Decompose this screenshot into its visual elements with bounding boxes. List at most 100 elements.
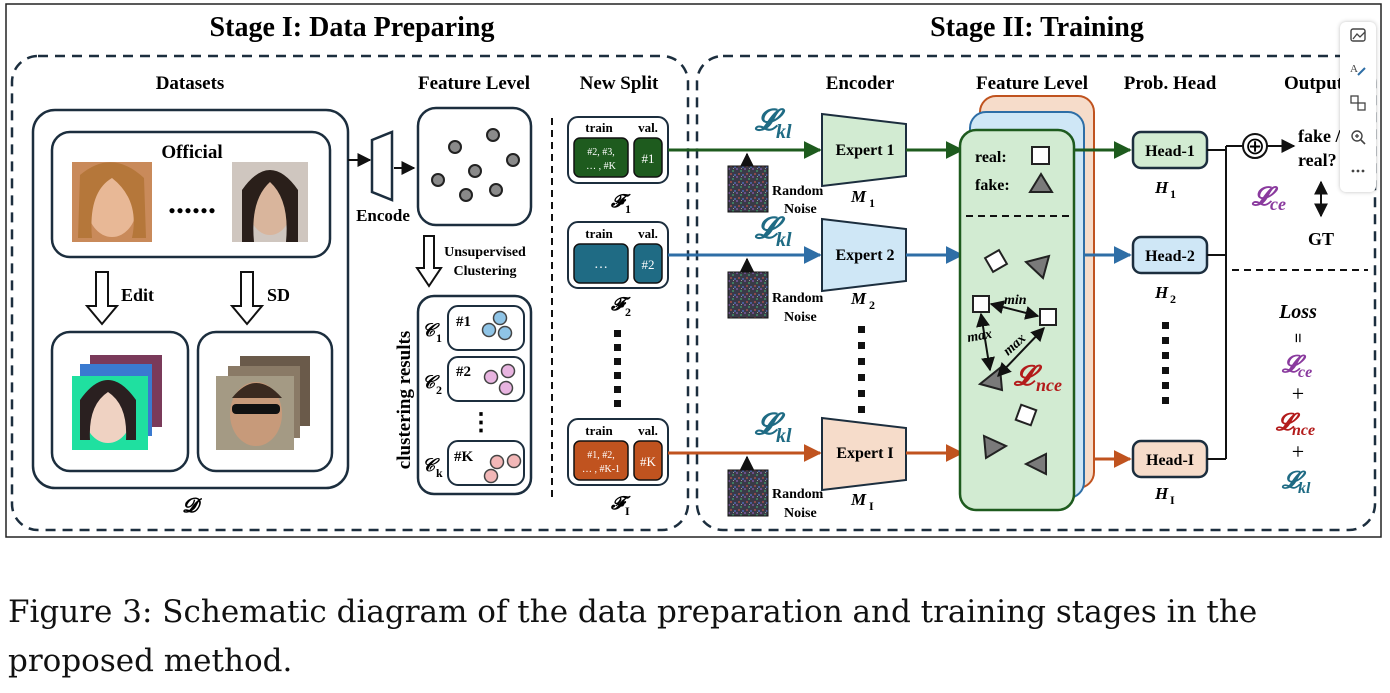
text-highlight-icon[interactable]: A [1346, 60, 1370, 82]
svg-text:kl: kl [776, 425, 792, 447]
figure-caption: Figure 3: Schematic diagram of the data … [8, 588, 1388, 686]
clustering-results-box [416, 294, 533, 496]
svg-text:I: I [869, 499, 874, 513]
svg-text:Expert 1: Expert 1 [835, 142, 894, 159]
head-dots [1162, 322, 1169, 404]
cluster-row-k: 𝒞 k #K [422, 440, 525, 486]
random-noise-3: Random Noise [727, 455, 824, 521]
encode-trapezoid [370, 130, 394, 202]
cluster-tag: #1 [456, 314, 471, 330]
edit-arrow [84, 271, 120, 326]
fold-i: train val. #1, #2, … , #K-1 #K 𝓕 I [567, 418, 669, 518]
clustering-arrow [415, 235, 443, 288]
head-merge-lines [1207, 145, 1242, 460]
min-label: min [1004, 293, 1027, 308]
more-icon[interactable] [1346, 162, 1370, 184]
fold-train-content-2: … , #K [586, 161, 617, 172]
fold-val-content: #1 [642, 151, 655, 166]
sum-symbol: ⊕ [1245, 134, 1265, 160]
svg-text:Head-1: Head-1 [1145, 143, 1195, 160]
cluster-row-2: 𝒞 2 #2 [422, 356, 525, 402]
datasets-header: Datasets [156, 73, 225, 94]
fold-1: train val. #2, #3, … , #K #1 𝓕 1 [567, 116, 669, 216]
loss-plus-2: + [1292, 439, 1304, 464]
cluster-row-1: 𝒞 1 #1 [422, 305, 525, 351]
feature-points [431, 128, 520, 202]
loss-sum-ce: 𝓛 ce [1281, 352, 1312, 381]
caption-line-2: proposed method. [8, 643, 293, 679]
feature-panel-front [958, 128, 1076, 512]
stage2-feature-level-header: Feature Level [976, 73, 1088, 94]
feature-space-box [416, 106, 533, 227]
svg-text:2: 2 [1170, 292, 1176, 306]
head-2: Head-2 H 2 [1131, 235, 1209, 306]
random-noise-1: Random Noise [727, 152, 824, 217]
fold-train-content: #1, #2, [587, 450, 615, 461]
svg-text:1: 1 [1170, 187, 1176, 201]
floating-toolbar: A [1340, 22, 1376, 192]
real-label: real: [975, 149, 1007, 166]
expert-2: Expert 2 M 2 [821, 217, 907, 312]
clustering-label-line1: Unsupervised [444, 245, 526, 260]
stage1-feature-level-header: Feature Level [418, 73, 530, 94]
sd-arrow [229, 271, 265, 326]
svg-text:kl: kl [1298, 480, 1311, 497]
figure-border [5, 3, 1382, 538]
loss-kl-label-2: 𝓛 kl [754, 212, 792, 251]
fold-val-content: #K [640, 454, 657, 469]
svg-text:Head-2: Head-2 [1145, 248, 1195, 265]
stage2-title: Stage II: Training [930, 12, 1144, 43]
head-i: Head-I H I [1131, 439, 1209, 507]
cluster-subscript: 1 [436, 331, 442, 345]
svg-text:H: H [1154, 484, 1169, 503]
new-split-header: New Split [580, 73, 659, 94]
fold-train-content-2: … , #K-1 [582, 464, 620, 475]
clustering-label-line2: Clustering [454, 264, 517, 279]
fold-subscript: I [625, 504, 630, 518]
expert-1: Expert 1 M 1 [821, 112, 907, 210]
svg-text:M: M [850, 187, 867, 206]
translate-icon[interactable] [1346, 94, 1370, 116]
fold-val-content: #2 [642, 257, 655, 272]
svg-text:1: 1 [869, 196, 875, 210]
fold-train-content: … [594, 257, 608, 272]
stage2-container [695, 54, 1377, 532]
cluster-tag: #2 [456, 364, 471, 380]
image-edit-icon[interactable] [1346, 26, 1370, 48]
loss-ce-label: 𝓛 ce [1251, 182, 1286, 214]
cluster-subscript: k [436, 466, 443, 480]
loss-equals: = [1288, 333, 1308, 343]
loss-title: Loss [1278, 301, 1317, 323]
loss-kl-label-3: 𝓛 kl [754, 408, 792, 447]
clustering-results-label: clustering results [394, 331, 415, 469]
stage1-title: Stage I: Data Preparing [210, 12, 495, 43]
output-fake-real-line1: fake / [1298, 126, 1341, 146]
fold-train-label: train [585, 120, 613, 135]
fold-subscript: 1 [625, 202, 631, 216]
svg-text:M: M [850, 490, 867, 509]
caption-line-1: Figure 3: Schematic diagram of the data … [8, 594, 1258, 630]
expert-i: Expert I M I [821, 416, 907, 513]
random-noise-2: Random Noise [727, 257, 824, 325]
contrastive-arrows [976, 300, 1045, 378]
svg-text:H: H [1154, 283, 1169, 302]
output-header: Output [1284, 73, 1344, 94]
stage1-container [10, 54, 690, 532]
output-fake-real-line2: real? [1298, 150, 1337, 170]
edit-box [50, 330, 190, 473]
sd-box [196, 330, 334, 473]
cluster-vertical-dots: ⋮ [469, 410, 493, 436]
fake-triangle-legend [1028, 172, 1054, 193]
svg-text:nce: nce [1292, 422, 1315, 439]
fake-label: fake: [975, 177, 1010, 194]
official-face-image-1 [72, 162, 152, 242]
zoom-in-icon[interactable] [1346, 128, 1370, 150]
official-label: Official [161, 142, 222, 163]
fold-2: train val. … #2 𝓕 2 [567, 221, 669, 319]
svg-text:Random: Random [772, 487, 824, 502]
encode-label: Encode [356, 206, 410, 225]
svg-text:I: I [1170, 493, 1175, 507]
encoder-header: Encoder [826, 73, 895, 94]
fold-train-content: #2, #3, [587, 147, 615, 158]
max-label-1: max [966, 327, 993, 346]
